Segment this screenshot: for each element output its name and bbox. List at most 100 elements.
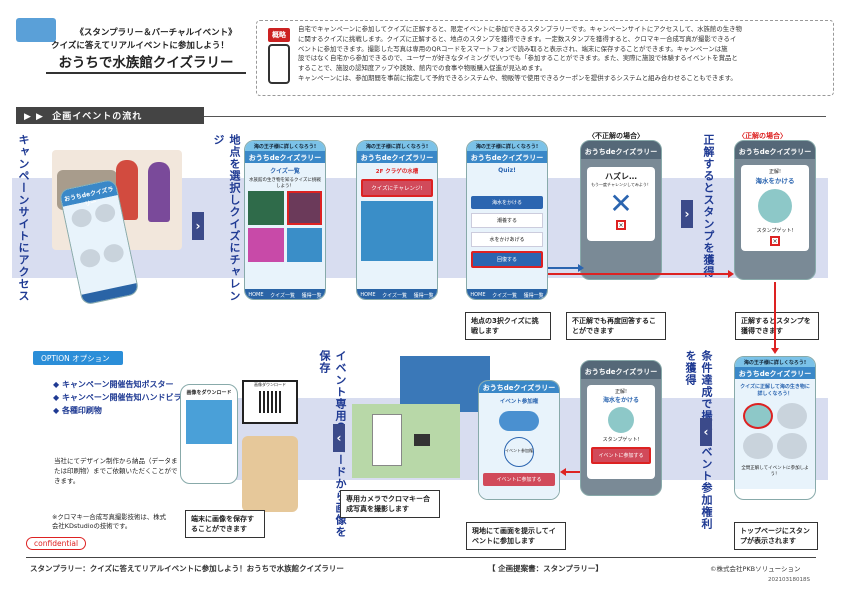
quiz-label: Quiz! xyxy=(498,167,516,174)
person-mother xyxy=(148,162,170,222)
quiz-thumb[interactable] xyxy=(286,228,322,262)
callout-top-page: トップページにスタンプが表示されます xyxy=(734,522,818,550)
quiz-thumb[interactable] xyxy=(248,191,284,225)
green-screen xyxy=(372,414,402,466)
option-4[interactable]: 回復する xyxy=(471,251,543,268)
description-box xyxy=(256,20,834,96)
arrow-head xyxy=(771,348,779,354)
correct-dialog: 正解! 海水をかける スタンプゲット! × xyxy=(741,165,809,251)
phone-quiz-list: 海の王子様に詳しくなろう! おうちdeクイズラリー クイズ一覧 水族館の生き物を… xyxy=(244,140,326,300)
play-icon: ▶ ▶ xyxy=(24,112,53,122)
wrong-sub: もう一度チャレンジしてみよう！ xyxy=(591,182,651,187)
option-2[interactable]: 潮養する xyxy=(471,213,543,228)
sea-title: 海の王子様に詳しくなろう! xyxy=(245,141,325,151)
flow-title: ▶ ▶ 企画イベントの流れ xyxy=(16,107,204,124)
next-chevron-1: › xyxy=(192,212,204,240)
phone-icon xyxy=(268,44,290,84)
family-photo-illustration xyxy=(242,436,298,512)
quiz-thumbnails xyxy=(248,191,322,262)
wrong-dialog: ハズレ… もう一度チャレンジしてみよう！ ✕ × xyxy=(587,167,655,241)
flow-divider xyxy=(204,116,826,117)
close-icon[interactable]: × xyxy=(616,220,626,230)
qr-badge: 画像ダウンロード xyxy=(254,382,286,387)
qr-poster: 画像ダウンロード xyxy=(242,380,298,424)
wrong-title: ハズレ… xyxy=(605,172,637,181)
phone-quiz-detail: 海の王子様に詳しくなろう! おうちdeクイズラリー 2F クラゲの水槽 クイズに… xyxy=(356,140,438,300)
next-chevron-2: › xyxy=(681,200,693,228)
aquarium-backdrop xyxy=(400,356,490,412)
callout-quiz-challenge: 地点の3択クイズに挑戦します xyxy=(465,312,551,340)
correct-case-label: 〈正解の場合〉 xyxy=(738,132,787,140)
close-icon[interactable]: × xyxy=(770,236,780,246)
phone-qr-download: 画像をダウンロード xyxy=(180,384,238,484)
page-title: おうちで水族館クイズラリー xyxy=(46,54,246,74)
option-box xyxy=(30,345,180,470)
footer-code: 20210318018S xyxy=(768,577,810,583)
qr-screen-title: 画像をダウンロード xyxy=(186,390,232,396)
event-join-button[interactable]: イベントに参加する xyxy=(483,473,555,486)
correct-label: 正解! xyxy=(768,169,781,175)
callout-save-image: 端末に画像を保存することができます xyxy=(185,510,265,538)
cross-icon: ✕ xyxy=(609,187,633,220)
top-message-2: 全問正解してイベントに参加しよう！ xyxy=(741,466,809,477)
gaiyo-badge: 概略 xyxy=(268,28,290,42)
whale-icon xyxy=(499,411,539,431)
option-item: ◆ キャンペーン開催告知ハンドビラ xyxy=(53,393,182,402)
phone-quiz-answer: 海の王子様に詳しくなろう! おうちdeクイズラリー Quiz! 海水をかける 潮… xyxy=(466,140,548,300)
floor-label: 2F クラゲの水槽 xyxy=(375,169,419,175)
header-subtitle-1: 《スタンプラリー＆バーチャルイベント》 xyxy=(75,28,237,38)
qr-code-icon xyxy=(259,391,281,413)
correct-answer: 海水をかける xyxy=(755,177,795,185)
step-select-quiz: 地点を選択しクイズにチャレンジ xyxy=(212,134,241,302)
stamp-icon xyxy=(758,189,792,223)
event-button[interactable]: イベントに参加する xyxy=(591,447,651,464)
option-tag: OPTION オプション xyxy=(33,351,123,365)
camera-icon xyxy=(414,434,430,446)
quiz-list-title: クイズ一覧 xyxy=(270,168,300,175)
stamp-get: スタンプゲット! xyxy=(756,228,794,234)
event-dialog: 正解! 海水をかける スタンプゲット! イベントに参加する xyxy=(587,385,655,479)
footer-center: 【 企画提案書：スタンプラリー】 xyxy=(488,564,603,573)
option-item: ◆ キャンペーン開催告知ポスター xyxy=(53,380,174,389)
header-panel: 《スタンプラリー＆バーチャルイベント》 クイズに答えてリアルイベントに参加しよう… xyxy=(6,18,836,98)
back-chevron-1: ‹ xyxy=(333,424,345,452)
building-illustration xyxy=(16,18,56,42)
description-text: 自宅でキャンペーンに参加してクイズに正解すると、限定イベントに参加できるスタンプ… xyxy=(298,25,742,82)
footer-divider xyxy=(26,557,816,558)
jellyfish-image xyxy=(361,201,433,261)
confidential-badge: confidential xyxy=(26,537,87,550)
event-badge: イベント参加権 xyxy=(504,437,534,467)
phone-event-ticket: おうちdeクイズラリー 正解! 海水をかける スタンプゲット! イベントに参加す… xyxy=(580,360,662,496)
quiz-list-desc: 水族館の生き物を知るクイズに挑戦しよう！ xyxy=(249,178,321,189)
challenge-button[interactable]: クイズにチャレンジ! xyxy=(361,179,433,197)
photo-thumb xyxy=(186,400,232,444)
phone-event: おうちdeクイズラリー イベント参加権 イベント参加権 イベントに参加する xyxy=(478,380,560,500)
quiz-thumb-selected[interactable] xyxy=(286,191,322,225)
callout-stamp-get: 正解するとスタンプを獲得できます xyxy=(735,312,819,340)
stamp-icon xyxy=(608,407,634,433)
stamp-grid xyxy=(743,403,807,459)
callout-event-join: 現地にて画面を提示してイベントに参加します xyxy=(466,522,566,550)
greenscreen-studio xyxy=(352,404,460,478)
phone-correct: おうちdeクイズラリー 正解! 海水をかける スタンプゲット! × xyxy=(734,140,816,280)
footer-right: ©株式会社PKBソリューション xyxy=(710,565,801,573)
quiz-thumb[interactable] xyxy=(248,228,284,262)
top-message: クイズに正解して海の生き物に詳しくなろう！ xyxy=(740,384,810,397)
callout-camera: 専用カメラでクロマキー合成写真を撮影します xyxy=(340,490,440,518)
phone-wrong: おうちdeクイズラリー ハズレ… もう一度チャレンジしてみよう！ ✕ × xyxy=(580,140,662,280)
phone-top-page: 海の王子様に詳しくなろう! おうちdeクイズラリー クイズに正解して海の生き物に… xyxy=(734,356,816,500)
header-subtitle-2: クイズに答えてリアルイベントに参加しよう！ xyxy=(51,41,229,51)
footer-left: スタンプラリー：クイズに答えてリアルイベントに参加しよう！おうちで水族館クイズラ… xyxy=(30,564,344,573)
step-campaign-access: キャンペーンサイトにアクセス xyxy=(17,134,30,302)
option-list: ◆ キャンペーン開催告知ポスター ◆ キャンペーン開催告知ハンドビラ ◆ 各種印… xyxy=(53,378,182,417)
option-3[interactable]: 水をかけあげる xyxy=(471,232,543,247)
app-title: おうちdeクイズラリー xyxy=(245,151,325,163)
kd-note: ※クロマキー合成写真撮影技術は、株式会社KDstudioの技術です。 xyxy=(52,513,166,530)
wrong-case-label: 〈不正解の場合〉 xyxy=(588,132,644,140)
option-1[interactable]: 海水をかける xyxy=(471,196,543,209)
callout-retry: 不正解でも再度回答することができます xyxy=(566,312,666,340)
option-note: 当社にてデザイン制作から納品（データまたは印刷物）までご依頼いただくことができま… xyxy=(54,457,178,485)
